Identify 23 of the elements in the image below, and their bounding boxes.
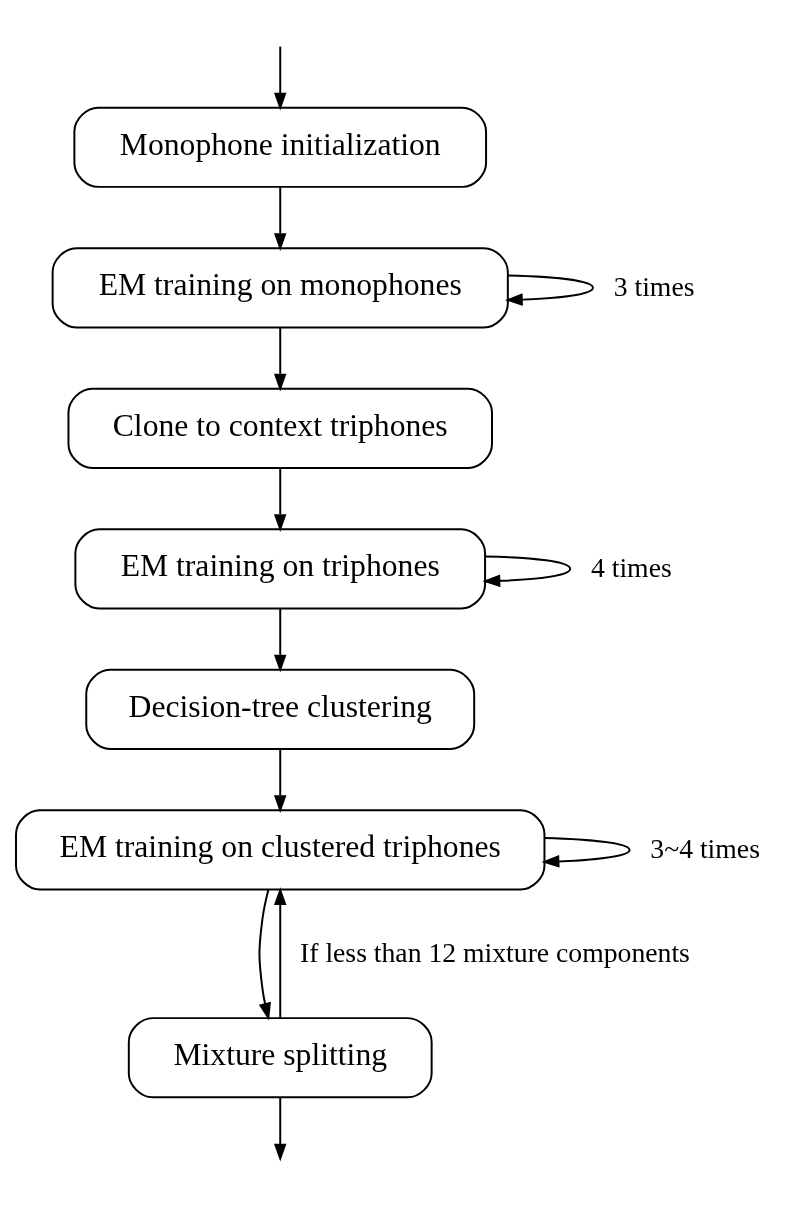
arrow bbox=[274, 1096, 287, 1162]
arrow bbox=[258, 889, 271, 1021]
arrow bbox=[274, 186, 287, 251]
arrow bbox=[541, 836, 631, 868]
arrow bbox=[482, 555, 572, 588]
edge-label: 4 times bbox=[590, 552, 672, 584]
arrow bbox=[274, 45, 287, 111]
arrow bbox=[274, 887, 287, 1019]
edge-label: 3 times bbox=[613, 271, 695, 303]
node-box: Decision-tree clustering bbox=[85, 668, 476, 750]
node-box: Mixture splitting bbox=[127, 1017, 433, 1099]
arrow bbox=[274, 748, 287, 814]
arrow bbox=[274, 467, 287, 533]
arrow bbox=[274, 607, 287, 673]
node-box: Clone to context triphones bbox=[67, 387, 493, 469]
node-box: Monophone initialization bbox=[73, 106, 488, 188]
arrow bbox=[274, 326, 287, 392]
node-box: EM training on clustered triphones bbox=[15, 809, 546, 891]
edge-label: If less than 12 mixture components bbox=[300, 937, 690, 969]
node-box: EM training on monophones bbox=[51, 247, 509, 329]
node-box: EM training on triphones bbox=[74, 528, 487, 610]
arrow bbox=[504, 274, 594, 306]
edge-label: 3~4 times bbox=[650, 833, 760, 865]
